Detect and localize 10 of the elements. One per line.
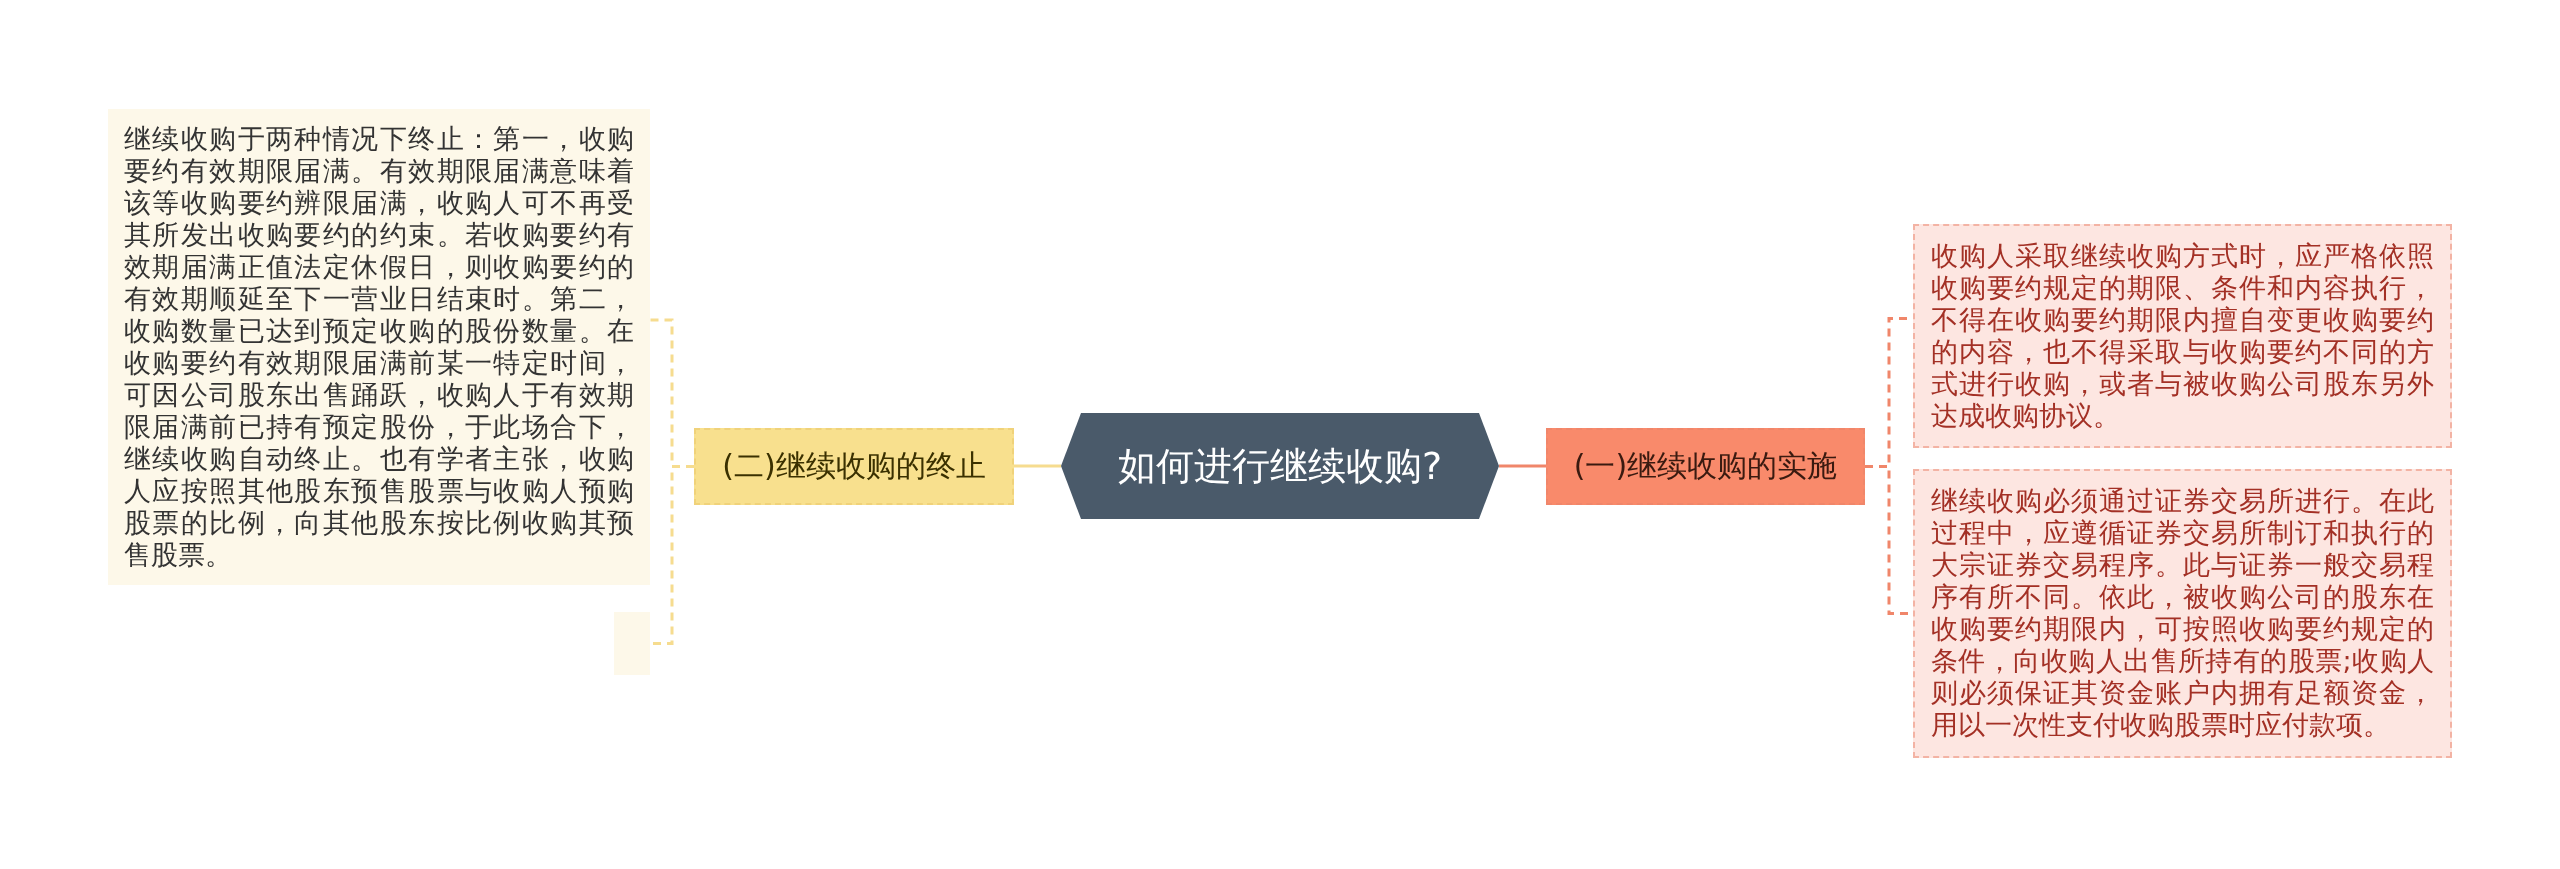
- connector-line: [1014, 464, 1061, 468]
- branch-box: (一)继续收购的实施: [1546, 428, 1865, 505]
- text-card: 收购人采取继续收购方式时，应严格依照收购要约规定的期限、条件和内容执行，不得在收购要约期限内擅自变更收购要约的内容，也不得采取与收购要约不同的方式进行收购，或者与被收购公司股东另外达成收购协议。: [1913, 224, 2452, 448]
- connector-line: [1499, 464, 1546, 468]
- branch-box: (二)继续收购的终止: [694, 428, 1014, 505]
- connector-line: [650, 465, 694, 645]
- topic-hexagon: [1061, 413, 1499, 519]
- text-card: 继续收购必须通过证券交易所进行。在此过程中，应遵循证券交易所制订和执行的大宗证券交易程序。此与证券一般交易程序有所不同。依此，被收购公司的股东在收购要约期限内，可按照收购要约规定的条件，向收购人出售所持有的股票;收购人则必须保证其资金账户内拥有足额资金，用以一次性支付收购股票时应付款项。: [1913, 469, 2452, 758]
- topic-text: 如何进行继续收购?: [1117, 442, 1443, 490]
- text-card: 继续收购于两种情况下终止：第一，收购要约有效期限届满。有效期限届满意味着该等收购要约辨限届满，收购人可不再受其所发出收购要约的约束。若收购要约有效期届满正值法定休假日，则收购要约的有效期顺延至下一营业日结束时。第二，收购数量已达到预定收购的股份数量。在收购要约有效期限届满前某一特定时间，可因公司股东出售踊跃，收购人于有效期限届满前已持有预定股份，于此场合下，继续收购自动终止。也有学者主张，收购人应按照其他股东预售股票与收购人预购股票的比例，向其他股东按比例收购其预售股票。: [108, 109, 650, 585]
